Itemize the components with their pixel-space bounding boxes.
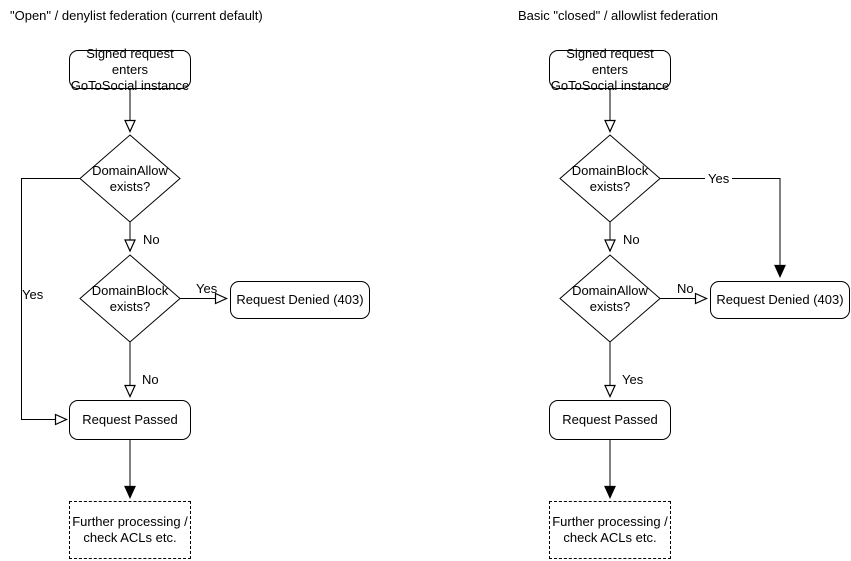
right-decision2-yes-edge-label: Yes [622, 372, 644, 387]
right-denied-node: Request Denied (403) [710, 281, 850, 319]
left-decision2-no-edge-label: No [142, 372, 159, 387]
right-chart-title: Basic "closed" / allowlist federation [518, 8, 718, 23]
right-connector-decision1-yes-to-denied [660, 178, 786, 278]
left-denied-node: Request Denied (403) [230, 281, 370, 319]
right-further-processing-node: Further processing / check ACLs etc. [549, 501, 671, 559]
left-decision1-no-edge-label: No [143, 232, 160, 247]
right-passed-node: Request Passed [549, 400, 671, 440]
right-decision2-no-edge-label: No [677, 281, 694, 296]
right-decision2-diamond [559, 254, 661, 343]
left-decision2-yes-edge-label: Yes [196, 281, 218, 296]
left-start-node: Signed request enters GoToSocial instanc… [69, 45, 191, 93]
left-further-processing-node: Further processing / check ACLs etc. [69, 501, 191, 559]
right-decision1-diamond [559, 134, 661, 223]
left-passed-node: Request Passed [69, 400, 191, 440]
left-decision1-yes-edge-label: Yes [22, 287, 44, 302]
left-decision2-diamond [79, 254, 181, 343]
left-connector-decision1-yes-to-passed [21, 178, 80, 426]
right-decision1-no-edge-label: No [623, 232, 640, 247]
right-decision1-yes-edge-label: Yes [705, 172, 733, 185]
right-start-node: Signed request enters GoToSocial instanc… [549, 45, 671, 93]
left-chart-title: "Open" / denylist federation (current de… [10, 8, 263, 23]
left-decision1-diamond [79, 134, 181, 223]
